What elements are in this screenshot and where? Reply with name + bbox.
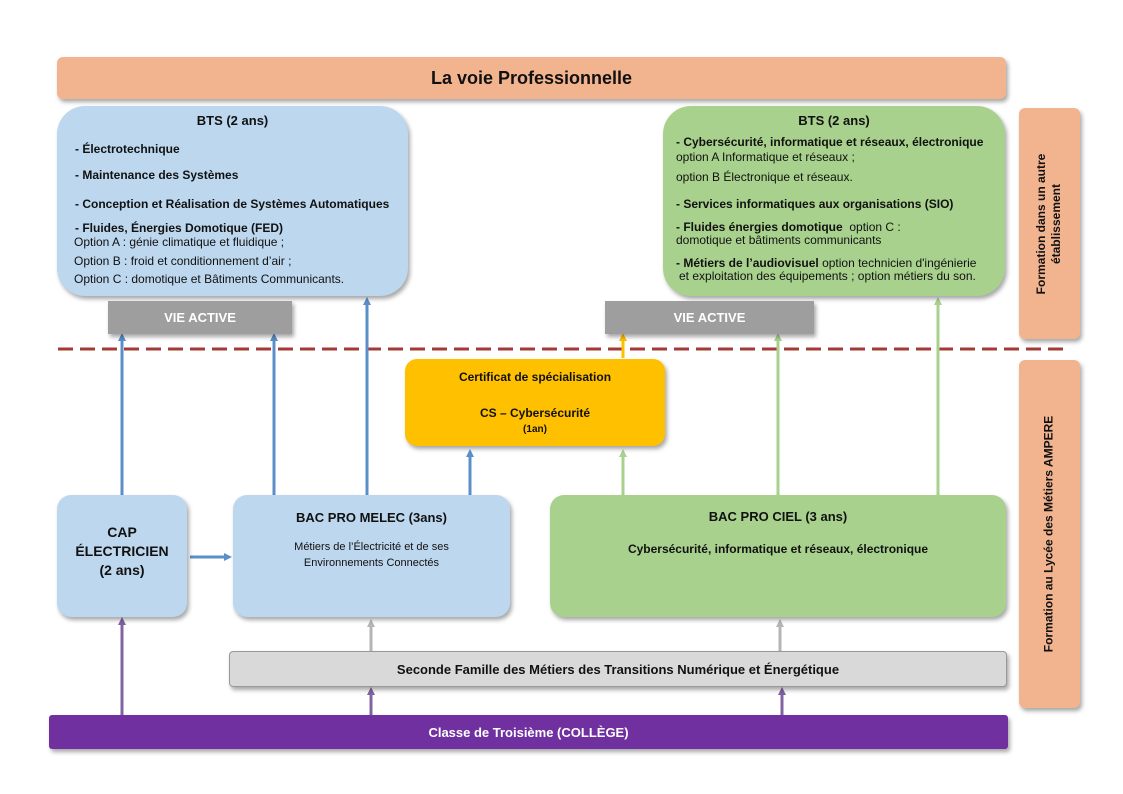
- side-label-other-establishment-text: Formation dans un autre établissement: [1034, 154, 1064, 295]
- bts-left-option-a: Option A : génie climatique et fluidique…: [74, 235, 285, 249]
- bts-left-option-c: Option C : domotique et Bâtiments Commun…: [74, 272, 345, 286]
- bts-right-box: BTS (2 ans) - Cybersécurité, informatiqu…: [663, 106, 1005, 296]
- cs-duration: (1an): [523, 424, 547, 435]
- header-banner: La voie Professionnelle: [57, 57, 1006, 99]
- bts-right-item-3-line-2: domotique et bâtiments communicants: [676, 233, 882, 247]
- bac-melec-line-2: Environnements Connectés: [303, 557, 440, 569]
- bts-right-item-4-title: - Métiers de l’audiovisuel: [676, 256, 819, 270]
- cap-line-2: ÉLECTRICIEN: [75, 543, 169, 559]
- bts-left-item-3: - Conception et Réalisation de Systèmes …: [75, 197, 390, 211]
- vie-active-right: VIE ACTIVE: [605, 301, 814, 334]
- bac-pro-melec-box: BAC PRO MELEC (3ans) Métiers de l’Électr…: [233, 495, 510, 617]
- bac-melec-line-1: Métiers de l’Électricité et de ses: [294, 541, 449, 553]
- bac-melec-title: BAC PRO MELEC (3ans): [296, 510, 447, 525]
- classe-troisieme-label: Classe de Troisième (COLLÈGE): [428, 724, 629, 740]
- bts-right-item-3-option: option C :: [849, 220, 901, 234]
- vie-active-left: VIE ACTIVE: [108, 301, 292, 334]
- side-label-top-line-2: établissement: [1049, 183, 1063, 265]
- side-label-ampere-text: Formation au Lycée des Métiers AMPERE: [1041, 415, 1056, 653]
- seconde-famille-bar: Seconde Famille des Métiers des Transiti…: [229, 651, 1007, 687]
- cs-cybersecurite-box: Certificat de spécialisation CS – Cybers…: [405, 359, 665, 446]
- bts-right-item-4-option: option technicien d'ingénierie: [822, 256, 977, 270]
- bts-left-title: BTS (2 ans): [196, 113, 269, 128]
- seconde-famille-label: Seconde Famille des Métiers des Transiti…: [396, 661, 840, 677]
- bac-pro-ciel-box: BAC PRO CIEL (3 ans) Cybersécurité, info…: [550, 495, 1006, 617]
- side-label-other-establishment: Formation dans un autre établissement: [1019, 108, 1080, 339]
- cap-line-1: CAP: [107, 524, 137, 540]
- bts-right-item-1-option-a: option A Informatique et réseaux ;: [676, 150, 855, 164]
- bts-right-title: BTS (2 ans): [798, 113, 870, 128]
- bts-right-item-3-title: - Fluides énergies domotique: [676, 220, 843, 234]
- bts-right-item-4-line-2: et exploitation des équipements ; option…: [679, 269, 976, 283]
- cs-title: Certificat de spécialisation: [458, 370, 612, 384]
- bts-left-item-4: - Fluides, Énergies Domotique (FED): [75, 221, 284, 235]
- bac-ciel-subtitle: Cybersécurité, informatique et réseaux, …: [627, 542, 929, 556]
- bts-left-item-1: - Électrotechnique: [75, 142, 180, 156]
- bac-ciel-title: BAC PRO CIEL (3 ans): [708, 509, 848, 524]
- vie-active-left-label: VIE ACTIVE: [164, 310, 236, 325]
- side-label-ampere: Formation au Lycée des Métiers AMPERE: [1019, 360, 1080, 708]
- cap-line-3: (2 ans): [99, 562, 145, 578]
- page-title: La voie Professionnelle: [430, 67, 633, 88]
- cs-name: CS – Cybersécurité: [479, 406, 591, 420]
- bts-right-item-3: - Fluides énergies domotique option C :: [676, 220, 901, 234]
- bts-right-item-1-title: - Cybersécurité, informatique et réseaux…: [676, 135, 984, 149]
- vie-active-right-label: VIE ACTIVE: [673, 310, 746, 325]
- classe-troisieme-bar: Classe de Troisième (COLLÈGE): [49, 715, 1008, 749]
- bts-right-item-2: - Services informatiques aux organisatio…: [676, 197, 954, 211]
- bts-left-box: BTS (2 ans) - Électrotechnique - Mainten…: [57, 106, 408, 296]
- cap-electricien-box: CAP ÉLECTRICIEN (2 ans): [57, 495, 187, 617]
- bts-left-item-2: - Maintenance des Systèmes: [75, 168, 239, 182]
- bts-right-item-4: - Métiers de l’audiovisuel option techni…: [676, 256, 976, 270]
- side-label-top-line-1: Formation dans un autre: [1034, 153, 1048, 295]
- cap-label: CAP ÉLECTRICIEN (2 ans): [57, 523, 187, 580]
- bts-left-option-b: Option B : froid et conditionnement d’ai…: [74, 254, 292, 268]
- bts-right-item-1-option-b: option B Électronique et réseaux.: [676, 170, 853, 184]
